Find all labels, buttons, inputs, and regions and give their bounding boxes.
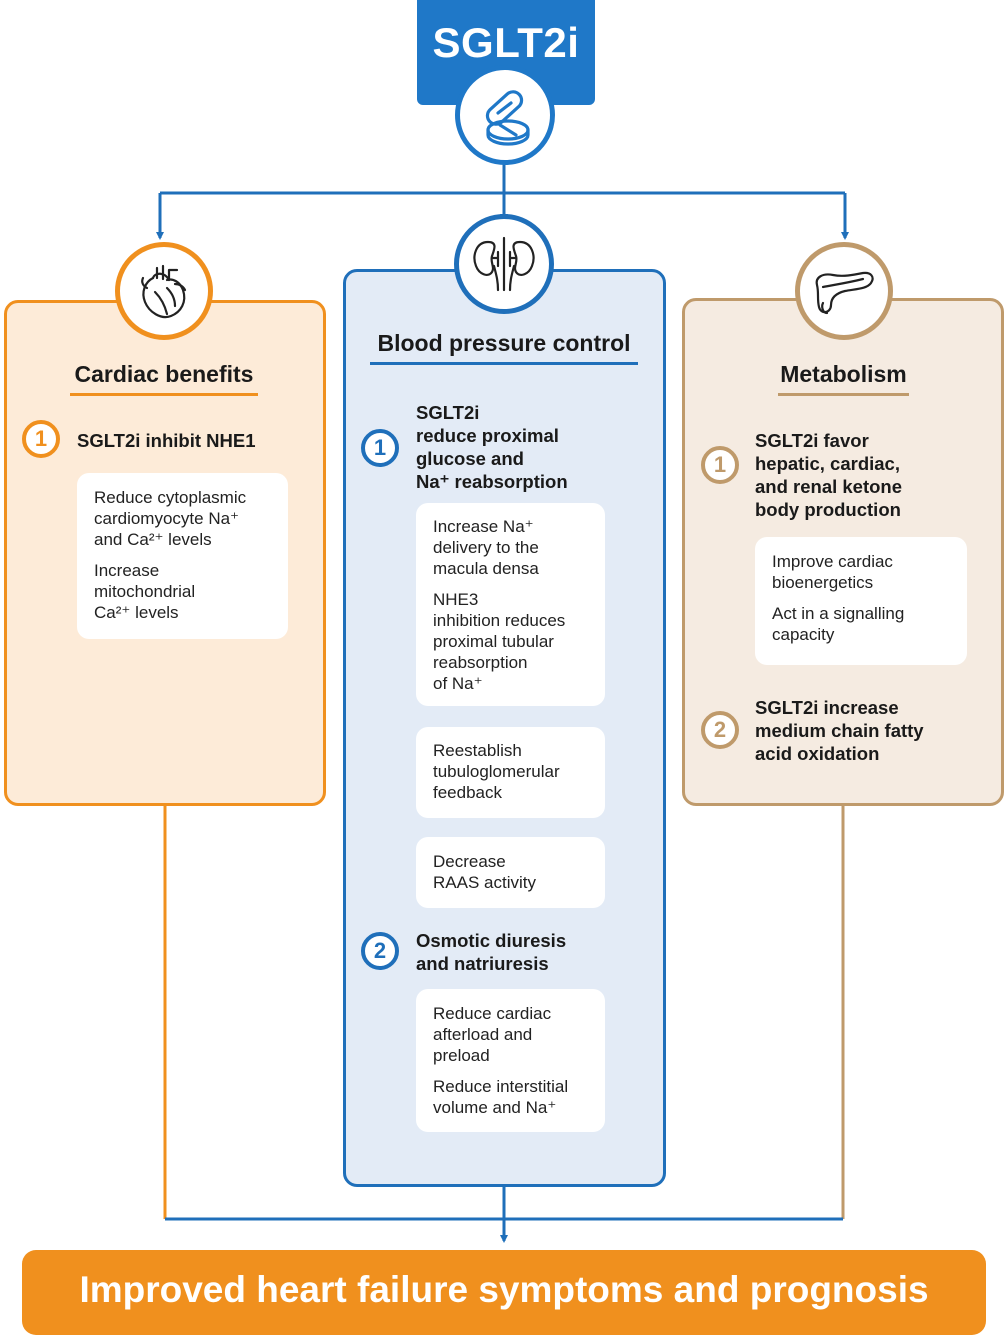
metabolism-title: Metabolism (778, 361, 909, 396)
outcome-banner: Improved heart failure symptoms and prog… (22, 1250, 986, 1335)
cardiac-title: Cardiac benefits (70, 361, 258, 396)
pill-icon (485, 90, 530, 146)
bp-tubular-effects-card: Increase Na⁺ delivery to the macula dens… (416, 503, 605, 706)
sglt2i-title: SGLT2i (432, 19, 580, 66)
pill-icon-circle (455, 65, 555, 165)
bp-step-2-badge: 2 (361, 932, 399, 970)
metabolism-effect-signalling: Act in a signalling capacity (772, 604, 905, 644)
bp-feedback-card: Reestablish tubuloglomerular feedback (416, 727, 605, 818)
bp-effect-interstitial-volume: Reduce interstitial volume and Na⁺ (433, 1077, 569, 1117)
kidney-icon (473, 236, 535, 292)
bp-step-1-badge: 1 (361, 429, 399, 467)
outcome-text: Improved heart failure symptoms and prog… (79, 1269, 929, 1310)
bp-effect-afterload-preload: Reduce cardiac afterload and preload (433, 1004, 552, 1065)
bp-effect-macula-densa: Increase Na⁺ delivery to the macula dens… (433, 517, 539, 578)
metabolism-step-2-heading: SGLT2i increase medium chain fatty acid … (755, 697, 924, 764)
metabolism-step-1-badge: 1 (701, 446, 739, 484)
metabolism-step-1-heading: SGLT2i favor hepatic, cardiac, and renal… (755, 430, 903, 520)
bp-diuresis-effects-card: Reduce cardiac afterload and preload Red… (416, 989, 605, 1132)
cardiac-step-1-heading: SGLT2i inhibit NHE1 (77, 430, 256, 451)
heart-icon (141, 264, 187, 319)
cardiac-effect-mitochondrial: Increase mitochondrial Ca²⁺ levels (94, 561, 196, 622)
bp-effect-nhe3-inhibition: NHE3 inhibition reduces proximal tubular… (433, 590, 566, 693)
cardiac-effect-sodium-calcium: Reduce cytoplasmic cardiomyocyte Na⁺ and… (94, 488, 247, 549)
cardiac-step-1-badge: 1 (22, 420, 60, 458)
metabolism-ketone-effects-card: Improve cardiac bioenergetics Act in a s… (755, 537, 967, 665)
heart-icon-circle (115, 242, 213, 340)
cardiac-effects-card: Reduce cytoplasmic cardiomyocyte Na⁺ and… (77, 473, 288, 639)
bp-effect-tubuloglomerular: Reestablish tubuloglomerular feedback (433, 741, 560, 802)
pancreas-icon (815, 271, 874, 315)
bottom-merge-lines (165, 1187, 843, 1243)
bp-title: Blood pressure control (370, 330, 638, 365)
pancreas-icon-circle (795, 242, 893, 340)
bp-step-1-heading: SGLT2i reduce proximal glucose and Na⁺ r… (416, 402, 568, 492)
metabolism-step-2-badge: 2 (701, 711, 739, 749)
metabolism-effect-bioenergetics: Improve cardiac bioenergetics (772, 552, 893, 592)
bp-step-2-heading: Osmotic diuresis and natriuresis (416, 930, 567, 974)
bp-effect-raas: Decrease RAAS activity (433, 852, 536, 892)
kidney-icon-circle (454, 214, 554, 314)
bp-raas-card: Decrease RAAS activity (416, 837, 605, 908)
top-distribution-lines (156, 160, 849, 240)
